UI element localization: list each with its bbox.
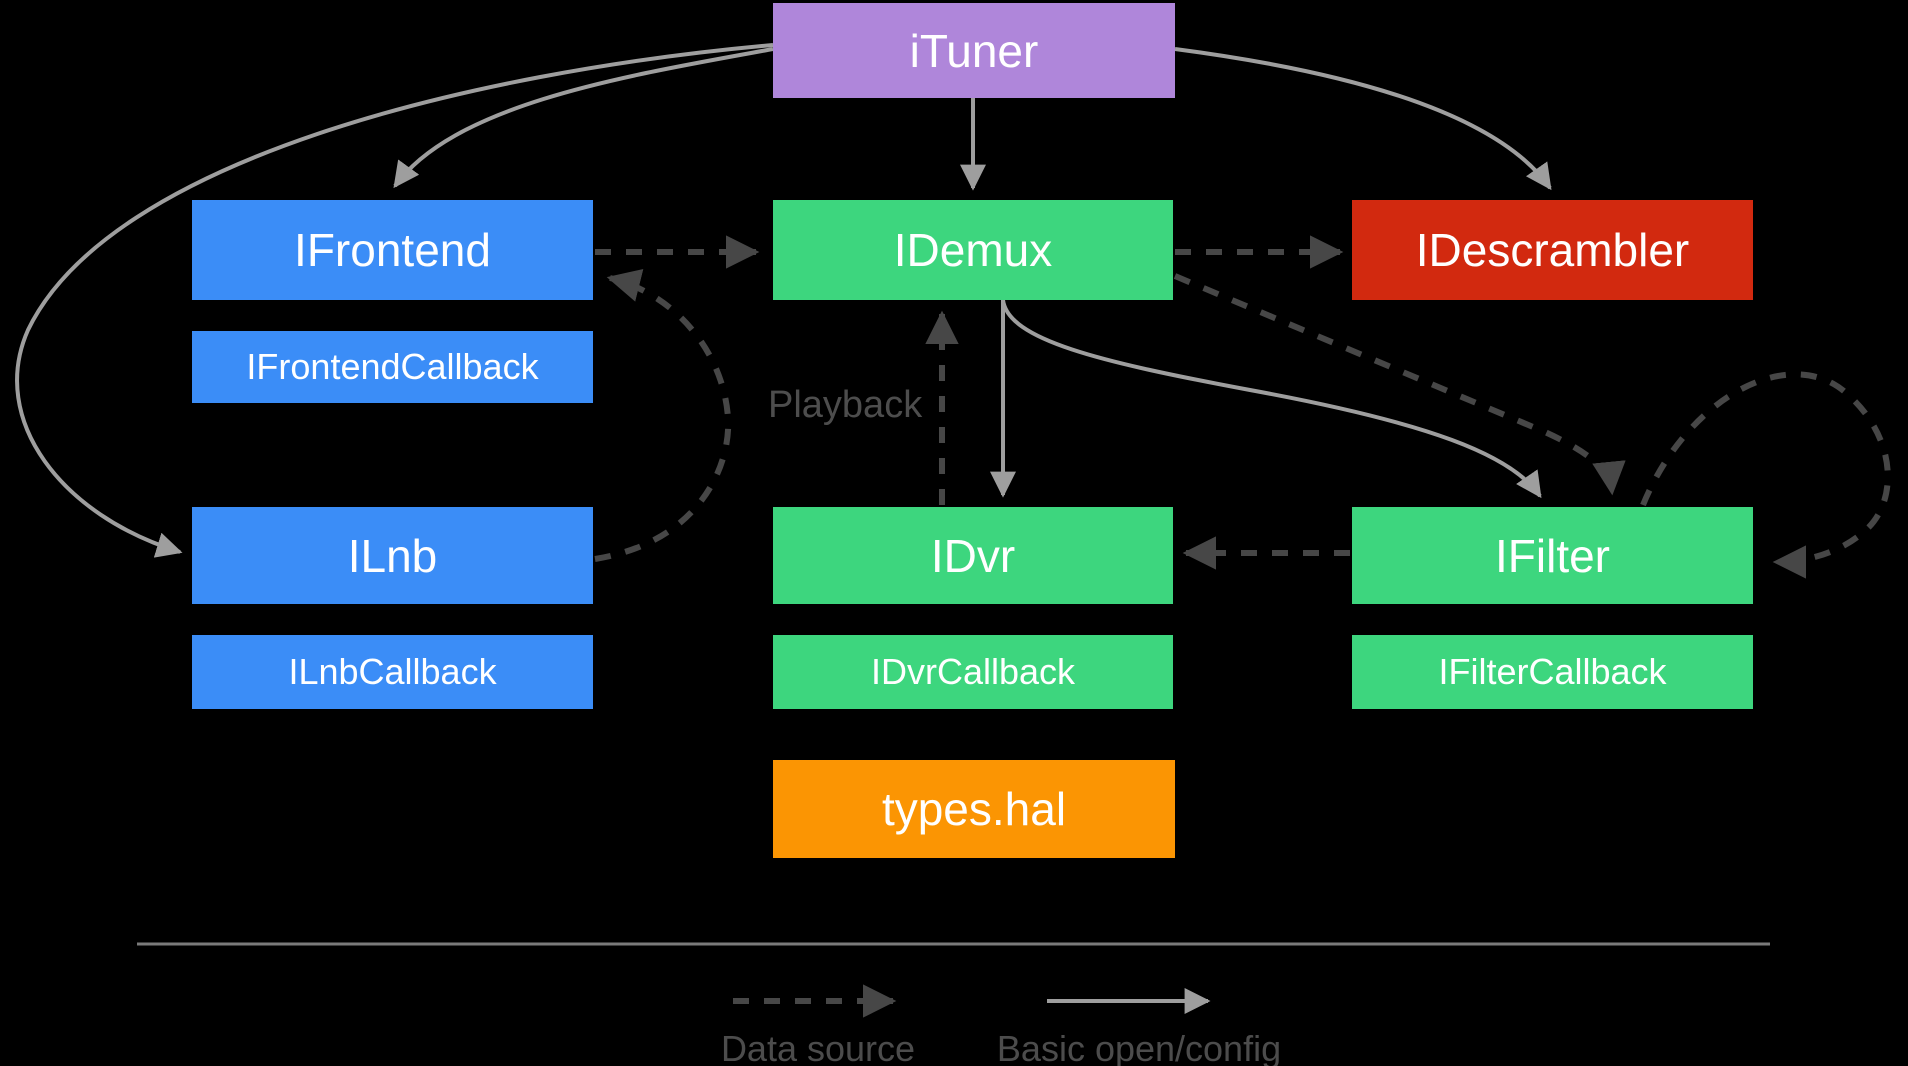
node-ilnbcallback-label: ILnbCallback [288,651,497,692]
node-ilnb: ILnb [192,507,593,604]
node-idvrcallback-label: IDvrCallback [870,651,1076,692]
node-idvr: IDvr [773,507,1173,604]
node-idemux-label: IDemux [893,224,1053,276]
node-ifrontend: IFrontend [192,200,593,300]
node-idvr-label: IDvr [930,529,1016,582]
arrow-idemux-to-ifilter [1001,299,1542,499]
node-idemux: IDemux [773,200,1173,300]
node-idvrcallback: IDvrCallback [773,635,1173,709]
arrow-ilnb-to-ifrontend [594,269,732,562]
node-ifiltercallback-label: IFilterCallback [1438,651,1667,692]
legend-data-source-label: Data source [720,1028,916,1066]
node-ilnbcallback: ILnbCallback [192,635,593,709]
node-types-hal: types.hal [773,760,1175,858]
arrow-ituner-to-idescrambler [1174,47,1552,191]
node-ifilter: IFilter [1352,507,1753,604]
node-ifiltercallback: IFilterCallback [1352,635,1753,709]
node-types-hal-label: types.hal [881,783,1067,835]
node-ifrontendcallback-label: IFrontendCallback [246,346,539,387]
node-ituner-label: iTuner [909,24,1039,77]
node-ifrontendcallback: IFrontendCallback [192,331,593,403]
node-ifrontend-label: IFrontend [294,224,491,276]
playback-annotation: Playback [768,384,923,426]
node-ilnb-label: ILnb [347,529,438,582]
node-idescrambler: IDescrambler [1352,200,1753,300]
node-ituner: iTuner [773,3,1175,98]
node-idescrambler-label: IDescrambler [1415,224,1690,276]
arrow-ituner-to-ifrontend [393,47,774,189]
arrow-idemux-to-ifilter-data [1173,273,1626,496]
legend-basic-open-config-label: Basic open/config [996,1028,1282,1066]
node-ifilter-label: IFilter [1495,529,1610,582]
